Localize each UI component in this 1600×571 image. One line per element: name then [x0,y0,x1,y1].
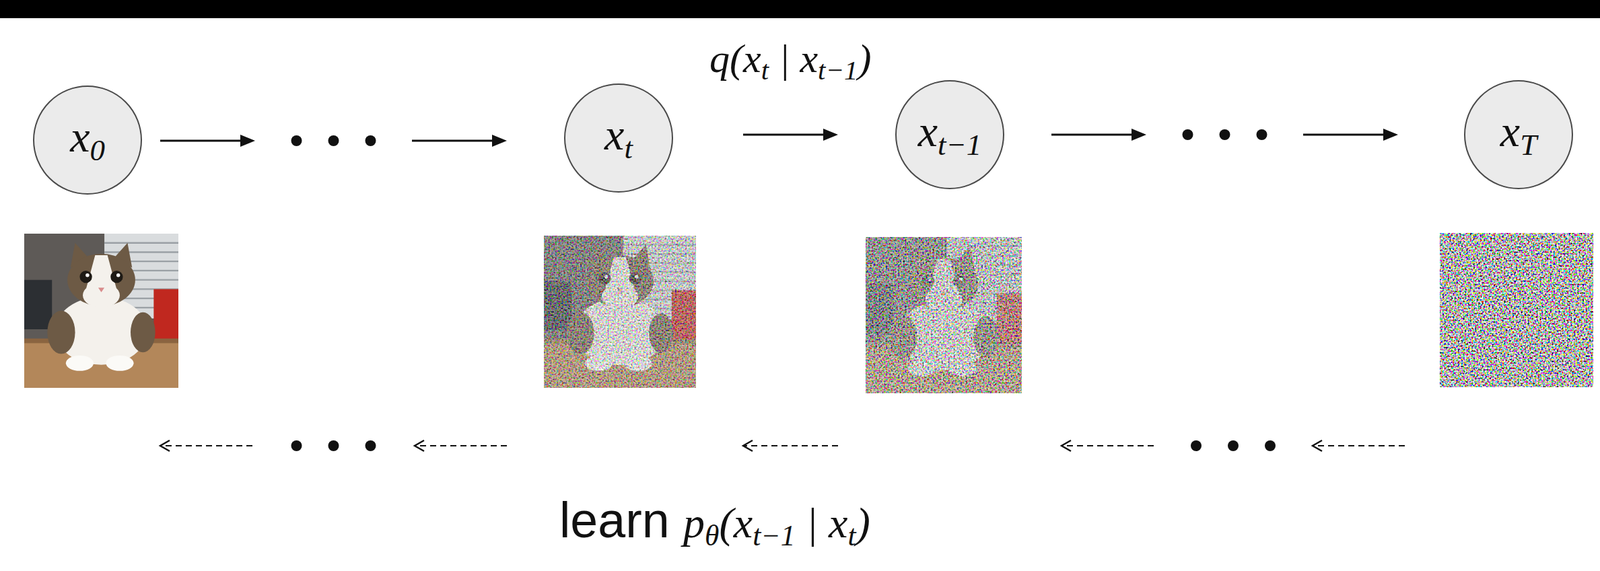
ellipsis-dot [1219,129,1231,141]
subscript: t [847,518,856,552]
subscript: 0 [89,133,105,167]
reverse-arrow [1061,440,1405,451]
ellipsis-dot [1227,440,1239,451]
ellipsis-dot [1190,440,1202,451]
ellipsis-dot [328,135,340,147]
ellipsis-dot [291,440,303,451]
arrow-line [411,140,494,143]
subscript: t−1 [817,55,858,86]
reverse-arrow [743,440,839,451]
arrow-head [414,440,425,451]
noisy-image [543,235,697,388]
arrow-head [743,440,753,451]
ellipsis-dot [1256,129,1268,141]
arrow-line [415,444,507,447]
state-label: x0 [70,114,106,165]
reverse-arrow [160,440,507,451]
arrow-line [743,133,825,136]
subscript: T [1519,127,1537,162]
noisy-image [865,236,1022,394]
subscript: t−1 [937,127,982,162]
subscript: t [761,55,769,86]
forward-arrow [743,128,839,141]
state-label: xT [1500,109,1537,160]
arrow-head [1383,128,1399,141]
arrow-head [1131,128,1147,141]
arrow-head [492,134,507,147]
state-label: xt−1 [918,109,982,160]
arrow-line [744,444,839,447]
subscript: t−1 [752,518,795,552]
formula: pθ(xt−1 | xt) [683,498,871,547]
state-label: xt [604,112,633,163]
ellipsis-dot [365,135,377,147]
arrow-line [1313,444,1405,447]
arrow-line [160,140,242,143]
arrow-head [240,134,256,147]
subscript: θ [704,518,719,552]
arrow-line [1051,133,1133,136]
label-word: learn [559,492,684,548]
transition-label: q(xt | xt−1) [709,35,872,87]
arrow-head [1312,440,1323,451]
forward-arrow [160,134,507,147]
arrow-line [1303,133,1385,136]
subscript: t [623,131,633,165]
cat-image [24,233,179,388]
ellipsis-dot [328,440,340,451]
process-label: learn pθ(xt−1 | xt) [559,492,871,552]
ellipsis-dot [291,135,303,147]
arrow-head [1061,440,1071,451]
arrow-head [823,128,839,141]
forward-arrow [1051,128,1399,141]
arrow-line [1062,444,1154,447]
arrow-line [161,444,253,447]
arrow-head [160,440,170,451]
state-circle: xt [564,83,674,193]
top-bar [0,0,1600,19]
noise-image [1439,232,1594,388]
ellipsis-dot [1182,129,1194,141]
state-circle: xT [1464,80,1574,190]
state-circle: xt−1 [895,80,1005,190]
state-circle: x0 [32,85,143,195]
ellipsis-dot [1264,440,1276,451]
ellipsis-dot [365,440,377,451]
